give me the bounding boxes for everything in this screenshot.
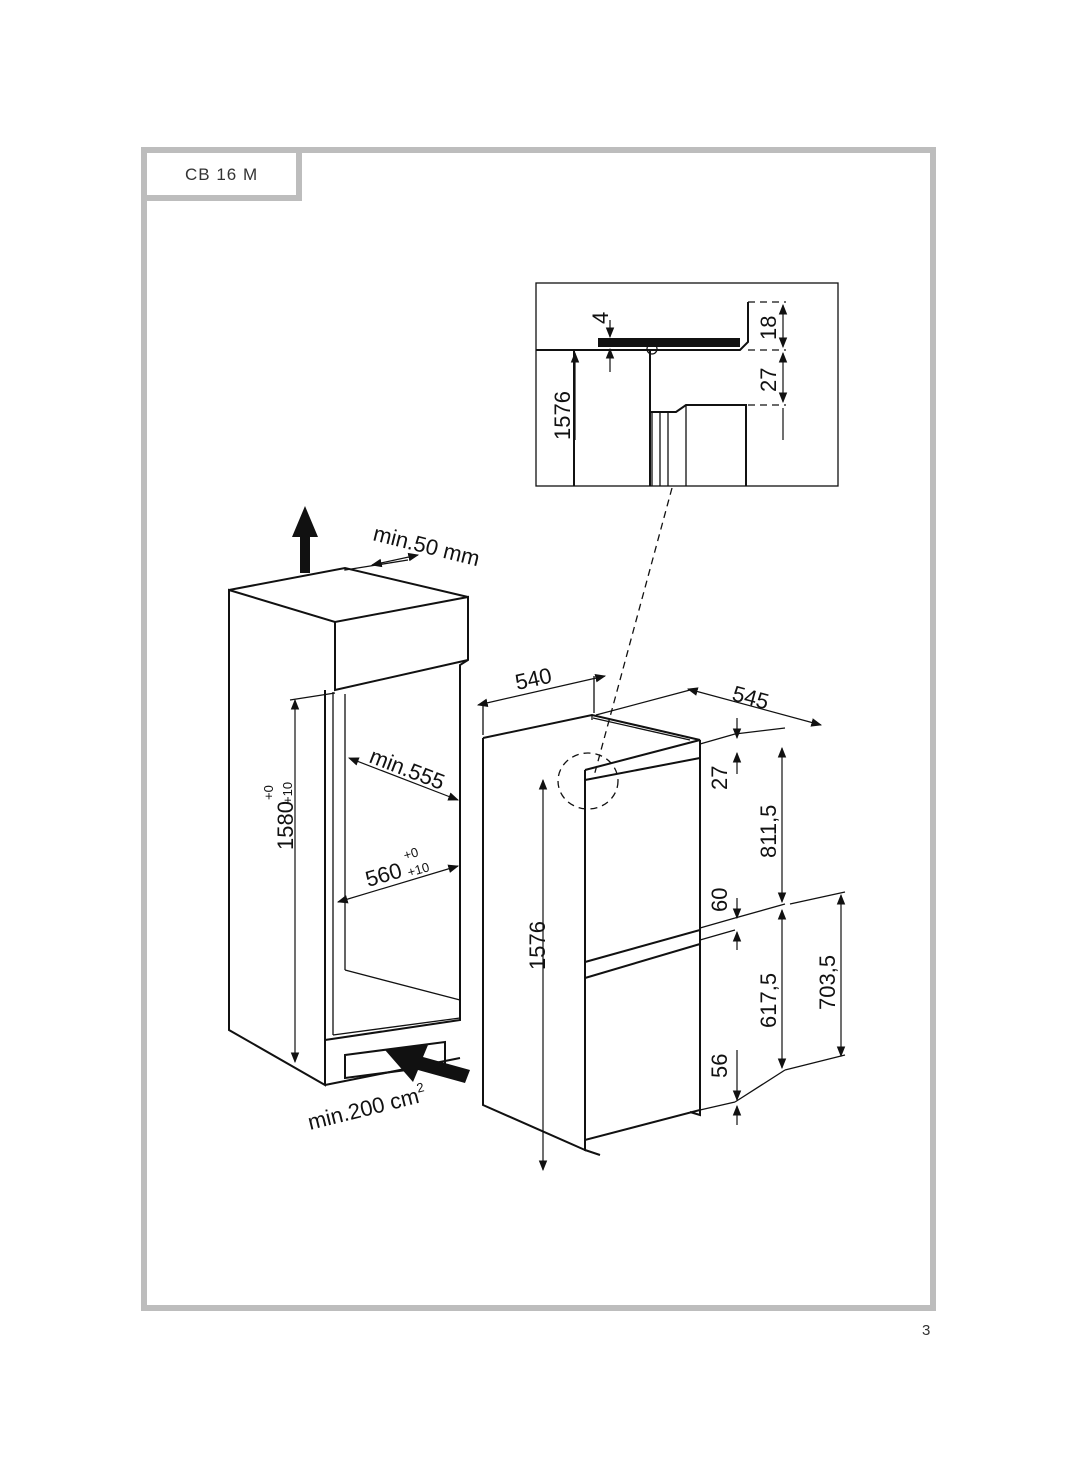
niche-depth: min.555: [366, 743, 448, 794]
ventilation-up-arrow: [292, 506, 318, 573]
model-label: CB 16 M: [185, 165, 259, 184]
niche-width-tol-upper: +0: [402, 844, 420, 863]
niche-depth-dim-line: [347, 757, 460, 801]
model-tab: CB 16 M: [147, 153, 302, 201]
niche-inner-wall: [332, 692, 346, 1035]
niche-outline: [228, 588, 469, 1087]
appliance-height: 1576: [525, 921, 550, 970]
niche-width-dim-line: [336, 864, 460, 904]
detail-callout: [557, 487, 673, 810]
appliance-foot: [584, 1140, 601, 1156]
detail-dim-4: 4: [588, 312, 613, 324]
upper-door-top-edge: [584, 757, 701, 781]
appliance-top: [482, 713, 701, 771]
detail-pivot: [646, 343, 658, 355]
appliance-top-rim: [591, 715, 691, 741]
top-vent-dim-line: [370, 552, 420, 568]
detail-border: [535, 282, 839, 487]
appliance-depth-ext: [595, 689, 691, 716]
bottom-gap: 56: [707, 1054, 732, 1078]
detail-inset: 4 18 27 1576: [535, 282, 839, 487]
bottom-vent-label: min.200 cm2: [305, 1079, 429, 1134]
appliance-front-edge: [689, 740, 701, 1117]
detail-door-top: [650, 404, 747, 486]
niche-height: 1580: [273, 801, 298, 850]
content-frame: CB 16 M: [141, 147, 936, 1311]
upper-door-dim: 811,5: [756, 805, 781, 858]
lower-section-dim: 703,5: [815, 955, 840, 1010]
lower-section-extensions: [784, 891, 846, 1071]
page-number: 3: [922, 1322, 931, 1339]
niche-width: 560: [362, 858, 404, 892]
detail-dim-1576: 1576: [550, 391, 575, 440]
detail-extensions: [748, 301, 786, 406]
door-extension-lines: [699, 733, 736, 1111]
detail-hinge-plate: [650, 302, 749, 351]
niche-top-front: [334, 622, 469, 692]
callout-circle: [557, 752, 619, 810]
ventilation-in-arrow: [385, 1045, 470, 1083]
niche-floor-back: [344, 969, 461, 1001]
niche-height-ext-top: [289, 692, 336, 701]
lower-door: [584, 942, 701, 1142]
niche-width-tol-lower: +10: [406, 859, 431, 880]
appliance-width-dim-line: [476, 673, 607, 708]
callout-leader: [593, 487, 673, 777]
niche-cabinet: min.50 mm 1580 +0 +10 min.555 560 +0 +10…: [228, 506, 482, 1135]
top-gap: 27: [707, 766, 732, 790]
niche-height-tol-upper: +0: [261, 785, 276, 800]
detail-hinge-bracket: [598, 338, 740, 347]
mid-gap: 60: [707, 888, 732, 912]
detail-dim-27: 27: [756, 368, 781, 392]
detail-seal: [651, 412, 669, 486]
niche-height-tol-lower: +10: [280, 782, 295, 804]
appliance-depth-dim-line: [686, 687, 823, 727]
right-extension-lines: [734, 727, 786, 1103]
detail-dim-18: 18: [756, 316, 781, 340]
niche-top: [228, 566, 469, 598]
niche-floor-front: [332, 1017, 461, 1036]
appliance-width: 540: [513, 663, 554, 695]
appliance: 540 545 1576 27 811,5 60 617,5 56 703,5: [476, 663, 846, 1172]
upper-door: [584, 756, 701, 964]
appliance-depth: 545: [730, 681, 772, 715]
niche-top-vent: [344, 559, 409, 571]
lower-door-dim: 617,5: [756, 973, 781, 1028]
